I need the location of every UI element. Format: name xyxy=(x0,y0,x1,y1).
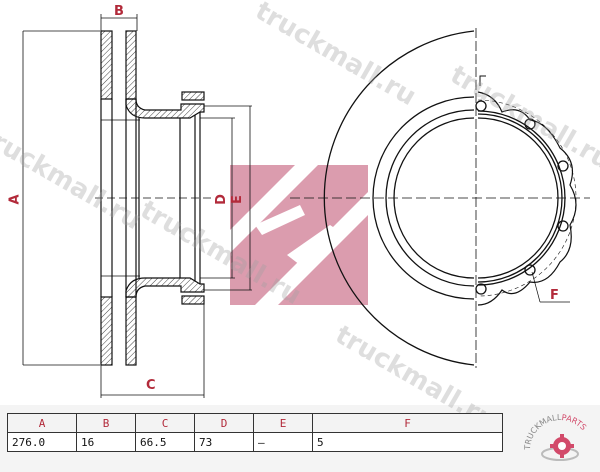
dimension-label-d: D xyxy=(213,194,229,205)
cell-e: – xyxy=(253,432,313,452)
dimension-label-a: A xyxy=(7,194,23,205)
table-row: 276.0 16 66.5 73 – 5 xyxy=(7,432,503,452)
brake-disc-drawing xyxy=(22,14,590,398)
column-header-d: D xyxy=(194,413,254,433)
technical-drawing: B A C D E F truckmall.ru truckmall.ru tr… xyxy=(0,0,600,436)
column-header-a: A xyxy=(7,413,77,433)
specs-table: A B C D E F 276.0 16 66.5 73 – 5 xyxy=(7,413,503,452)
cell-c: 66.5 xyxy=(135,432,195,452)
cell-b: 16 xyxy=(76,432,136,452)
table-header-row: A B C D E F xyxy=(7,413,503,433)
side-section-view xyxy=(22,14,252,398)
dimension-label-f: F xyxy=(550,288,559,303)
brand-mark xyxy=(230,165,368,305)
column-header-b: B xyxy=(76,413,136,433)
gear-icon: TRUCKMALLPARTS xyxy=(523,413,588,461)
cell-a: 276.0 xyxy=(7,432,77,452)
truckmallparts-logo: TRUCKMALLPARTS xyxy=(520,408,600,468)
cell-f: 5 xyxy=(312,432,503,452)
column-header-c: C xyxy=(135,413,195,433)
dimension-label-b: B xyxy=(114,4,124,19)
dimension-label-c: C xyxy=(146,378,156,393)
front-view xyxy=(290,28,590,368)
dimension-label-e: E xyxy=(229,195,245,204)
column-header-f: F xyxy=(312,413,503,433)
cell-d: 73 xyxy=(194,432,254,452)
column-header-e: E xyxy=(253,413,313,433)
specs-table-container: A B C D E F 276.0 16 66.5 73 – 5 xyxy=(7,413,503,452)
